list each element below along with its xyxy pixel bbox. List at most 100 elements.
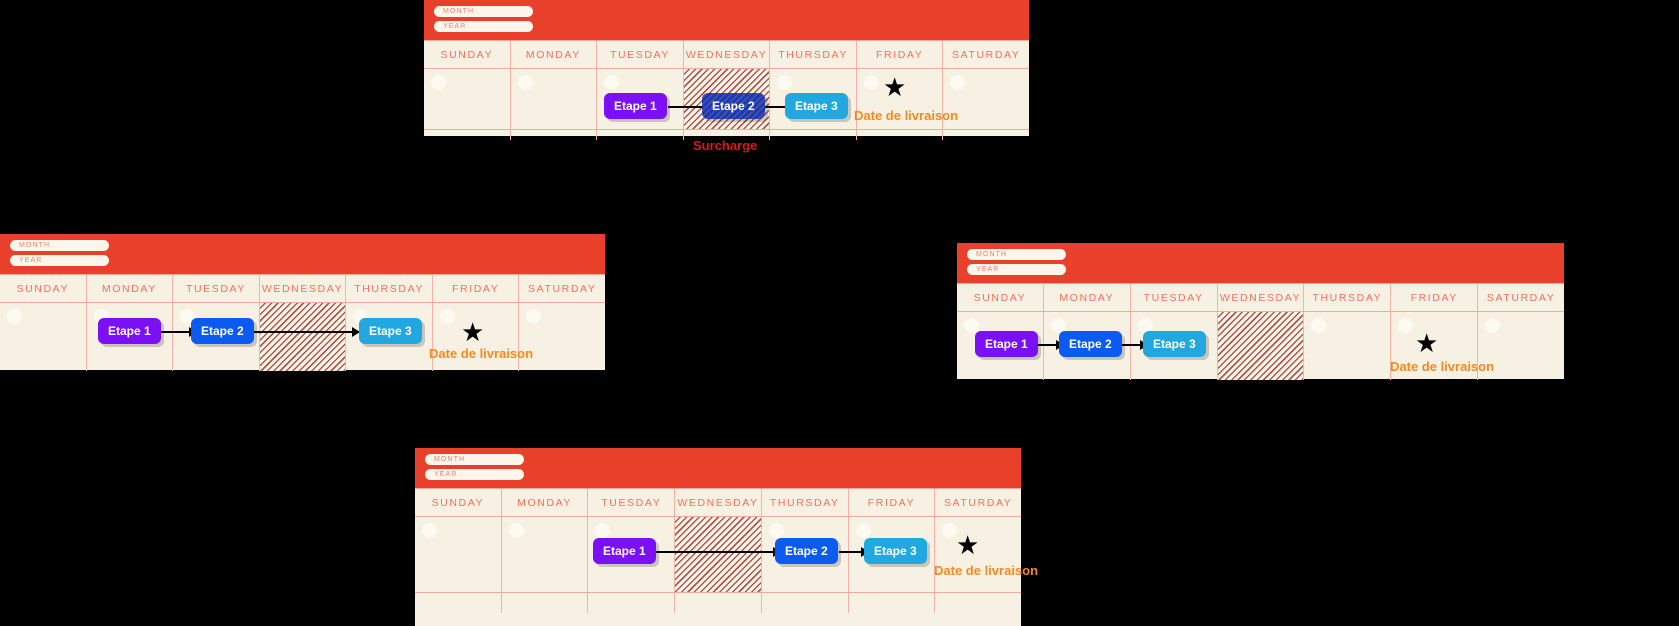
step-box-etape-1[interactable]: Etape 1 <box>604 93 667 119</box>
month-field[interactable]: MONTH <box>425 454 524 465</box>
day-number-dot <box>1311 318 1327 333</box>
day-number-dot <box>604 75 620 90</box>
day-cell-thursday[interactable] <box>762 593 849 613</box>
day-cell-thursday[interactable] <box>770 130 857 140</box>
dow-tuesday: TUESDAY <box>173 275 260 302</box>
year-field[interactable]: YEAR <box>967 264 1066 275</box>
day-cell-sunday[interactable] <box>415 517 502 592</box>
dow-thursday: THURSDAY <box>762 489 849 516</box>
day-cell-monday[interactable] <box>1044 312 1131 380</box>
dow-tuesday: TUESDAY <box>588 489 676 516</box>
calendar-top: MONTH YEAR SUNDAY MONDAY TUESDAY WEDNESD… <box>424 0 1029 140</box>
delivery-date-label: Date de livraison <box>429 346 534 361</box>
arrow-step1-to-step2 <box>656 547 781 557</box>
delivery-date-label: Date de livraison <box>854 108 959 123</box>
dow-tuesday: TUESDAY <box>597 41 684 68</box>
dow-sunday: SUNDAY <box>957 284 1044 311</box>
year-field[interactable]: YEAR <box>434 21 533 32</box>
step-box-etape-1[interactable]: Etape 1 <box>98 318 161 344</box>
day-cell-sunday[interactable] <box>424 130 511 140</box>
day-cell-thursday[interactable] <box>770 69 857 129</box>
day-cell-friday[interactable] <box>857 130 944 140</box>
day-cell-sunday[interactable] <box>0 303 87 371</box>
day-cell-monday[interactable] <box>511 69 598 129</box>
day-cell-saturday[interactable] <box>519 303 605 371</box>
day-cell-saturday[interactable] <box>1478 312 1564 380</box>
day-cell-friday[interactable] <box>1391 312 1479 380</box>
dow-monday: MONDAY <box>511 41 598 68</box>
calendar-left: MONTH YEAR SUNDAY MONDAY TUESDAY WEDNESD… <box>0 234 605 371</box>
calendar-header: MONTH YEAR <box>415 448 1021 488</box>
day-cell-saturday[interactable] <box>943 69 1029 129</box>
month-field[interactable]: MONTH <box>10 240 109 251</box>
dow-friday: FRIDAY <box>433 275 520 302</box>
week-row <box>415 516 1021 592</box>
day-cell-friday[interactable] <box>433 303 520 371</box>
delivery-star-icon: ★ <box>883 72 907 102</box>
month-field[interactable]: MONTH <box>967 249 1066 260</box>
day-number-dot <box>1398 318 1414 333</box>
step-box-etape-2[interactable]: Etape 2 <box>775 538 838 564</box>
day-cell-friday[interactable] <box>849 593 936 613</box>
day-cell-wednesday[interactable] <box>675 593 762 613</box>
dow-friday: FRIDAY <box>857 41 944 68</box>
dow-wednesday: WEDNESDAY <box>675 489 762 516</box>
day-of-week-row: SUNDAY MONDAY TUESDAY WEDNESDAY THURSDAY… <box>424 40 1029 68</box>
day-cell-friday[interactable] <box>857 69 944 129</box>
day-cell-monday[interactable] <box>502 517 589 592</box>
day-cell-saturday[interactable] <box>943 130 1029 140</box>
step-box-etape-2[interactable]: Etape 2 <box>1059 331 1122 357</box>
closed-day-hatch <box>1217 312 1304 380</box>
day-cell-tuesday[interactable] <box>1131 312 1218 380</box>
day-number-dot <box>768 523 784 538</box>
week-row-next <box>424 129 1029 140</box>
day-cell-saturday[interactable] <box>935 593 1021 613</box>
step-box-etape-3[interactable]: Etape 3 <box>785 93 848 119</box>
year-field[interactable]: YEAR <box>425 469 524 480</box>
step-box-etape-2-overloaded[interactable]: Etape 2 <box>702 93 765 119</box>
calendar-header: MONTH YEAR <box>957 243 1564 283</box>
day-cell-monday[interactable] <box>502 593 589 613</box>
delivery-date-label: Date de livraison <box>934 563 1039 578</box>
step-box-etape-1[interactable]: Etape 1 <box>975 331 1038 357</box>
day-of-week-row: SUNDAY MONDAY TUESDAY WEDNESDAY THURSDAY… <box>415 488 1021 516</box>
day-cell-tuesday[interactable] <box>588 593 676 613</box>
dow-wednesday: WEDNESDAY <box>260 275 347 302</box>
day-number-dot <box>950 75 966 90</box>
day-cell-thursday[interactable] <box>762 517 849 592</box>
day-cell-saturday[interactable] <box>935 517 1021 592</box>
day-cell-wednesday-closed[interactable] <box>1217 312 1305 380</box>
step-box-etape-3[interactable]: Etape 3 <box>864 538 927 564</box>
day-cell-friday[interactable] <box>849 517 936 592</box>
day-cell-tuesday[interactable] <box>597 69 684 129</box>
dow-friday: FRIDAY <box>1391 284 1479 311</box>
step-box-etape-3[interactable]: Etape 3 <box>359 318 422 344</box>
day-cell-sunday[interactable] <box>415 593 502 613</box>
day-cell-wednesday-closed[interactable] <box>259 303 347 371</box>
closed-day-hatch <box>675 517 761 592</box>
day-cell-thursday[interactable] <box>1304 312 1392 380</box>
dow-sunday: SUNDAY <box>424 41 511 68</box>
day-cell-sunday[interactable] <box>424 69 511 129</box>
dow-saturday: SATURDAY <box>1486 292 1556 304</box>
dow-friday: FRIDAY <box>849 489 936 516</box>
step-box-etape-3[interactable]: Etape 3 <box>1143 331 1206 357</box>
dow-thursday: THURSDAY <box>770 41 857 68</box>
dow-saturday: SATURDAY <box>528 283 597 295</box>
week-row <box>0 302 605 371</box>
step-box-etape-2[interactable]: Etape 2 <box>191 318 254 344</box>
day-cell-tuesday[interactable] <box>597 130 684 140</box>
day-of-week-row: SUNDAY MONDAY TUESDAY WEDNESDAY THURSDAY… <box>957 283 1564 311</box>
day-cell-sunday[interactable] <box>957 312 1044 380</box>
year-field[interactable]: YEAR <box>10 255 109 266</box>
day-number-dot <box>595 523 611 538</box>
day-cell-wednesday-closed[interactable] <box>675 517 762 592</box>
day-cell-tuesday[interactable] <box>588 517 676 592</box>
month-field[interactable]: MONTH <box>434 6 533 17</box>
step-box-etape-1[interactable]: Etape 1 <box>593 538 656 564</box>
dow-wednesday: WEDNESDAY <box>684 41 771 68</box>
day-cell-wednesday[interactable] <box>684 130 771 140</box>
day-number-dot <box>942 523 958 538</box>
dow-sunday: SUNDAY <box>415 489 502 516</box>
day-cell-monday[interactable] <box>511 130 598 140</box>
